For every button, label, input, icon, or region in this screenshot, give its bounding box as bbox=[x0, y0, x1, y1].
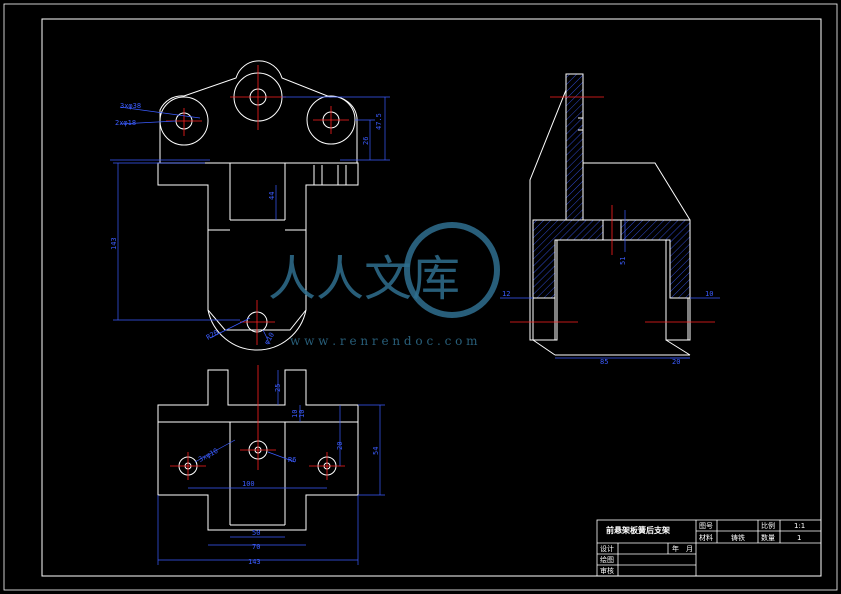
title-scale-value: 1:1 bbox=[794, 522, 805, 530]
dim-top-step2: 10 bbox=[298, 410, 306, 418]
side-dimensions bbox=[500, 210, 720, 359]
dim-top-right-small: 20 bbox=[336, 442, 344, 450]
inner-border bbox=[41, 18, 822, 577]
watermark-brand: 人人文库 bbox=[268, 251, 460, 307]
dim-front-right-total: 47.5 bbox=[375, 113, 383, 130]
title-quantity-label: 数量 bbox=[761, 533, 775, 542]
dim-side-bottom-width: 85 bbox=[600, 358, 608, 366]
dim-front-left-height: 143 bbox=[110, 237, 118, 250]
title-review-label: 审核 bbox=[600, 566, 614, 575]
title-month-label: 月 bbox=[686, 545, 693, 553]
side-view bbox=[529, 73, 691, 356]
dim-top-r: R6 bbox=[288, 456, 296, 464]
dim-top-right-total: 54 bbox=[372, 447, 380, 455]
dim-side-bottom-right: 20 bbox=[672, 358, 680, 366]
dim-top-phi-hole: 3xφ10 bbox=[197, 447, 219, 464]
dim-top-mid-width: 70 bbox=[252, 543, 260, 551]
title-year-label: 年 bbox=[672, 544, 679, 553]
watermark-url: w w w . r e n r e n d o c . c o m bbox=[290, 334, 478, 348]
title-material-value: 铸铁 bbox=[731, 533, 745, 542]
dim-top-step: 10 bbox=[291, 410, 299, 418]
outer-border bbox=[3, 3, 838, 591]
title-drawing-label: 绘图 bbox=[600, 555, 614, 564]
dim-front-phi-small: 2xφ18 bbox=[115, 119, 136, 127]
title-design-label: 设计 bbox=[600, 544, 614, 553]
title-quantity-value: 1 bbox=[797, 534, 801, 542]
dim-top-upper: 25 bbox=[274, 384, 282, 392]
top-dimensions bbox=[157, 370, 385, 565]
side-centerlines bbox=[510, 96, 715, 323]
dim-top-inner-width: 50 bbox=[252, 529, 260, 537]
dim-side-right-small: 10 bbox=[705, 290, 713, 298]
dim-side-left-small: 12 bbox=[502, 290, 510, 298]
dim-front-right-upper: 26 bbox=[362, 137, 370, 145]
front-dimensions bbox=[110, 96, 390, 341]
dim-top-total-width: 143 bbox=[248, 558, 261, 566]
dim-side-inner: 51 bbox=[619, 257, 627, 265]
title-scale-label: 比例 bbox=[761, 521, 775, 530]
dim-top-holes-span: 100 bbox=[242, 480, 255, 488]
title-drawing-name: 前悬架板簧后支架 bbox=[606, 525, 670, 535]
dim-front-center-height: 44 bbox=[268, 192, 276, 200]
watermark-logo bbox=[404, 222, 500, 318]
title-material-label: 材料 bbox=[699, 533, 713, 542]
title-block bbox=[596, 519, 822, 577]
dim-front-phi-large: 3xφ38 bbox=[120, 102, 141, 110]
front-centerlines bbox=[166, 65, 349, 345]
title-figure-no-label: 图号 bbox=[699, 522, 713, 530]
top-centerlines bbox=[170, 365, 345, 480]
